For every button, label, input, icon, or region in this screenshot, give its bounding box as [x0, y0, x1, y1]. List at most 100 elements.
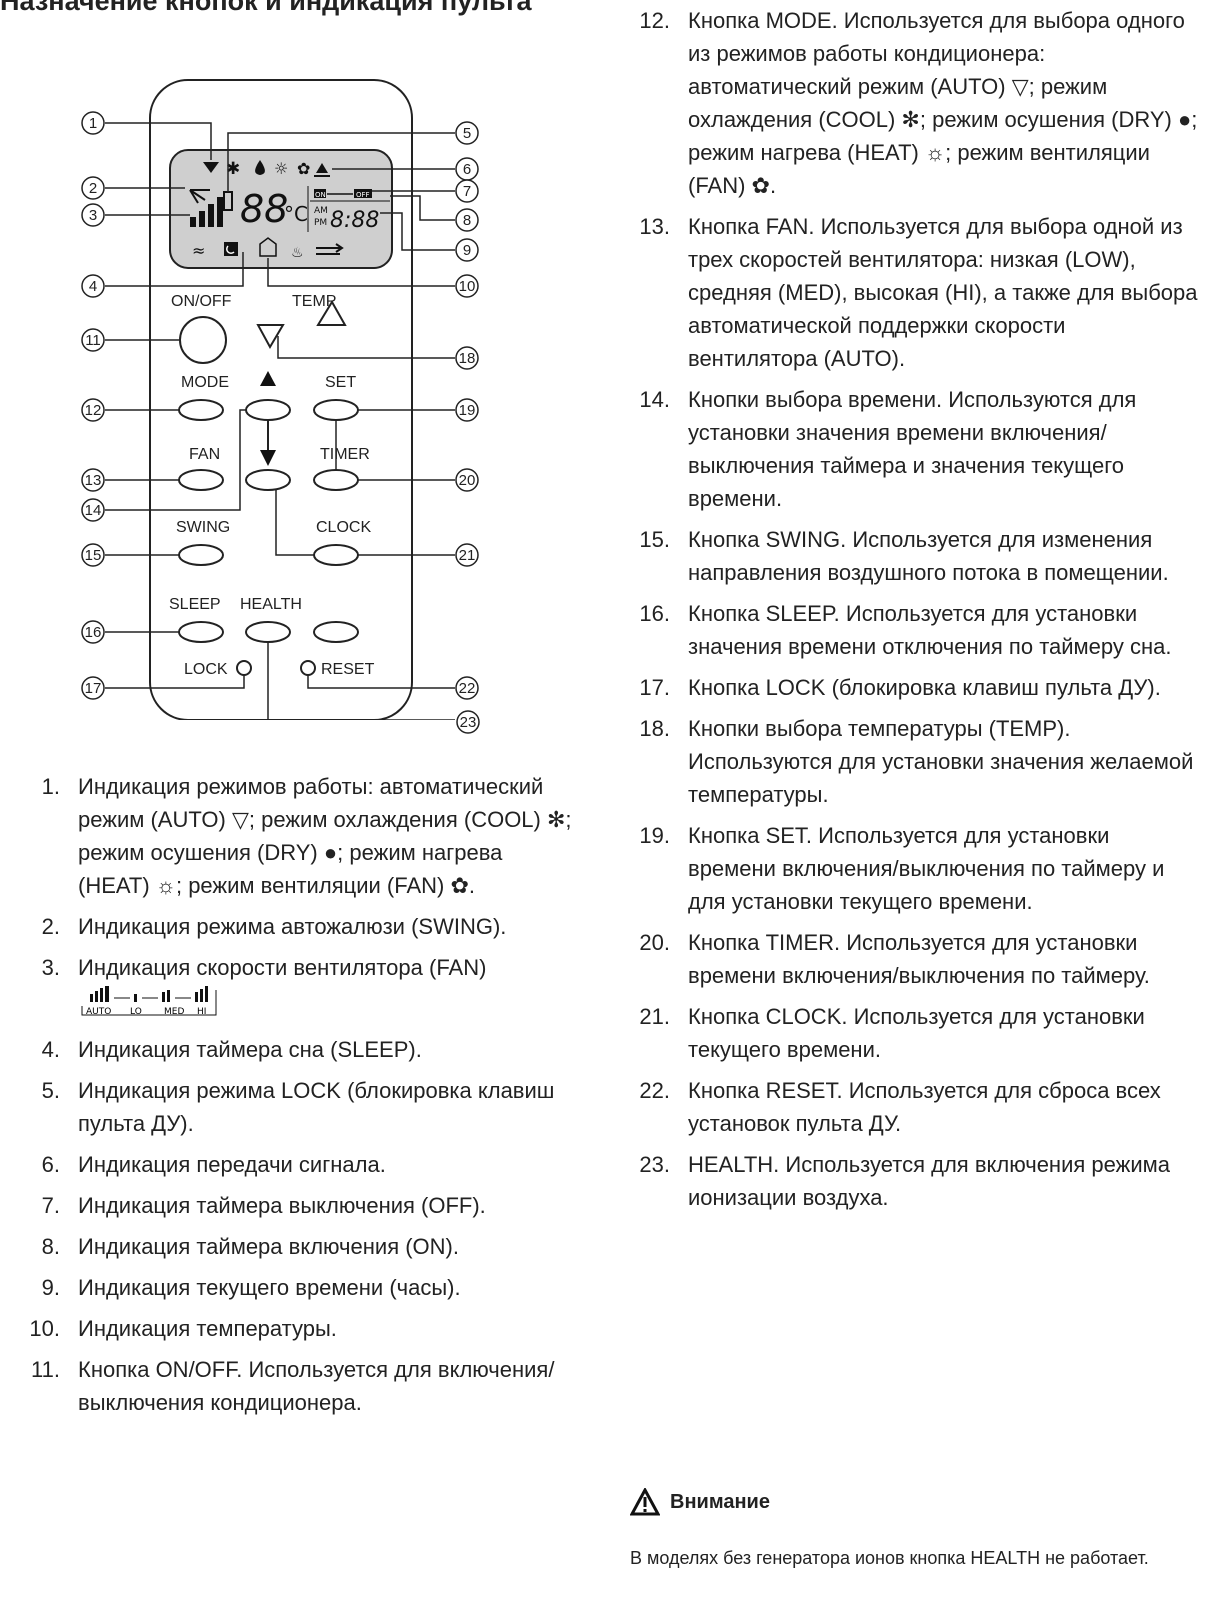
svg-text:12: 12 — [85, 402, 102, 419]
item-text: Кнопка FAN. Используется для выбора одно… — [688, 214, 1198, 371]
callout-23: 23 — [456, 710, 480, 734]
item-text: Кнопка SLEEP. Используется для установки… — [688, 601, 1172, 659]
list-item: 14.Кнопки выбора времени. Используются д… — [630, 383, 1200, 515]
signal-base — [314, 175, 330, 177]
item-number: 17. — [639, 675, 670, 700]
left-description-list: 1. Индикация режимов работы: автоматическ… — [20, 770, 580, 1427]
list-item: 3.Индикация скорости вентилятора (FAN)AU… — [20, 951, 580, 1025]
svg-text:MODE: MODE — [181, 374, 229, 391]
svg-text:2: 2 — [89, 180, 97, 197]
svg-text:8: 8 — [463, 212, 471, 229]
warning-box: Внимание В моделях без генератора ионов … — [630, 1488, 1200, 1570]
signal-icon — [316, 163, 328, 173]
up-arrow-icon — [260, 371, 276, 386]
item-text: Индикация передачи сигнала. — [78, 1152, 386, 1177]
item-number: 3. — [41, 955, 60, 980]
item-number: 9. — [41, 1275, 60, 1300]
item-number: 15. — [639, 527, 670, 552]
svg-text:RESET: RESET — [321, 661, 375, 678]
right-description-list: 12.Кнопка MODE. Используется для выбора … — [630, 4, 1200, 1222]
item-text: Кнопка SET. Используется для установки в… — [688, 823, 1165, 914]
svg-text:ON/OFF: ON/OFF — [171, 293, 232, 310]
svg-text:11: 11 — [85, 332, 101, 349]
svg-text:1: 1 — [89, 115, 97, 132]
timer-button[interactable] — [313, 469, 359, 491]
item-text: Кнопка TIMER. Используется для установки… — [688, 930, 1150, 988]
extra-button[interactable] — [313, 621, 359, 643]
clock-button[interactable] — [313, 544, 359, 566]
health-button[interactable] — [245, 621, 291, 643]
temp-down-button[interactable] — [256, 324, 285, 350]
svg-text:9: 9 — [463, 242, 471, 259]
time-down-button[interactable] — [245, 469, 291, 491]
item-text: Индикация таймера выключения (OFF). — [78, 1193, 486, 1218]
list-item: 16. Кнопка SLEEP. Используется для устано… — [630, 597, 1200, 663]
item-number: 11. — [31, 1357, 60, 1382]
fan-mode-icon: ✿ — [297, 159, 310, 178]
item-number: 14. — [639, 387, 670, 412]
list-item: 20.Кнопка TIMER. Используется для устано… — [630, 926, 1200, 992]
lcd-display — [169, 149, 393, 269]
mode-icons-row: ✱ ☼ ✿ — [203, 159, 330, 179]
svg-text:SET: SET — [325, 374, 356, 391]
on-off-button[interactable] — [179, 316, 227, 364]
item-text: Индикация режима автожалюзи (SWING). — [78, 914, 507, 939]
time-up-button[interactable] — [245, 399, 291, 421]
section-title: Назначение кнопок и индикация пульта — [0, 0, 532, 16]
list-item: 8.Индикация таймера включения (ON). — [20, 1230, 580, 1263]
item-number: 23. — [639, 1152, 670, 1177]
lock-button[interactable] — [236, 660, 252, 676]
item-text: Кнопка LOCK (блокировка клавиш пульта ДУ… — [688, 675, 1161, 700]
svg-text:HEALTH: HEALTH — [240, 596, 302, 613]
swing-icon — [189, 189, 210, 204]
fan-button[interactable] — [178, 469, 224, 491]
item-number: 16. — [639, 601, 670, 626]
svg-text:AUTO: AUTO — [86, 1007, 111, 1016]
item-number: 21. — [639, 1004, 670, 1029]
svg-text:23: 23 — [460, 714, 477, 731]
svg-text:10: 10 — [459, 278, 476, 295]
svg-text:LOCK: LOCK — [184, 661, 228, 678]
item-number: 13. — [639, 214, 670, 239]
swing-button[interactable] — [178, 544, 224, 566]
temp-up-button[interactable] — [316, 300, 347, 326]
svg-text:22: 22 — [459, 680, 476, 697]
item-text: Кнопка CLOCK. Используется для установки… — [688, 1004, 1145, 1062]
item-text: HEALTH. Используется для включения режим… — [688, 1152, 1170, 1210]
sleep-button[interactable] — [178, 621, 224, 643]
list-item: 11. Кнопка ON/OFF. Используется для включ… — [20, 1353, 580, 1419]
svg-text:4: 4 — [89, 278, 97, 295]
list-item: 17. Кнопка LOCK (блокировка клавиш пульта… — [630, 671, 1200, 704]
svg-text:6: 6 — [463, 161, 471, 178]
health-indicator-icon: ≈ — [192, 241, 205, 260]
svg-text:16: 16 — [85, 624, 102, 641]
item-text: Индикация режимов работы: автоматический… — [78, 774, 572, 898]
svg-text:18: 18 — [459, 350, 476, 367]
set-button[interactable] — [313, 399, 359, 421]
remote-diagram: ✱ ☼ ✿ 88 °C ON OFF AM PM 8:88 ≈ ♨ ON/OFF… — [70, 70, 510, 734]
item-text: Кнопка MODE. Используется для выбора одн… — [688, 8, 1198, 198]
item-number: 19. — [639, 823, 670, 848]
item-number: 1. — [41, 774, 60, 799]
svg-text:CLOCK: CLOCK — [316, 519, 371, 536]
heater-icon: ♨ — [291, 245, 304, 261]
list-item: 9.Индикация текущего времени (часы). — [20, 1271, 580, 1304]
svg-text:7: 7 — [463, 183, 471, 200]
list-item: 23. HEALTH. Используется для включения ре… — [630, 1148, 1200, 1214]
warning-text: В моделях без генератора ионов кнопка HE… — [630, 1548, 1149, 1568]
airflow-icon — [316, 243, 344, 255]
svg-text:14: 14 — [85, 502, 102, 519]
list-item: 10.Индикация температуры. — [20, 1312, 580, 1345]
mode-button[interactable] — [178, 399, 224, 421]
item-text: Кнопка SWING. Используется для изменения… — [688, 527, 1169, 585]
temp-digits: 88 — [240, 187, 288, 231]
item-text: Кнопка RESET. Используется для сброса вс… — [688, 1078, 1161, 1136]
list-item: 15. Кнопка SWING. Используется для измене… — [630, 523, 1200, 589]
reset-button[interactable] — [300, 660, 316, 676]
svg-text:13: 13 — [85, 472, 102, 489]
svg-text:FAN: FAN — [189, 446, 220, 463]
item-text: Кнопка ON/OFF. Используется для включени… — [78, 1357, 555, 1415]
item-number: 22. — [639, 1078, 670, 1103]
remote-body — [149, 79, 413, 720]
